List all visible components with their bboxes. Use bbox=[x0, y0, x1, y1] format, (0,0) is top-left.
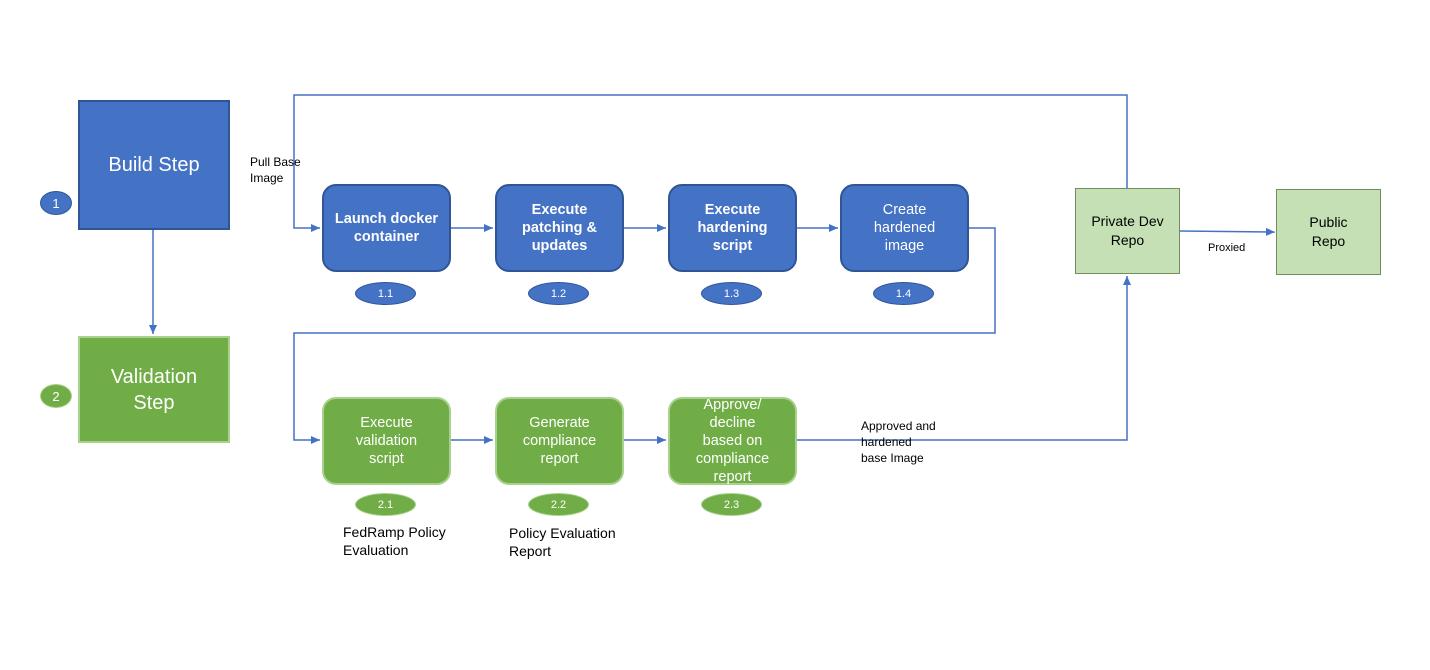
build-step-badge: 1 bbox=[40, 191, 72, 215]
step-create-hardened-image: Create hardened image bbox=[840, 184, 969, 272]
label-approved-hardened-base-image: Approved and hardened base Image bbox=[861, 419, 936, 465]
step-execute-validation-script: Execute validation script bbox=[322, 397, 451, 485]
validation-step-badge: 2 bbox=[40, 384, 72, 408]
step-badge-2-3: 2.3 bbox=[701, 493, 762, 516]
step-badge-2-2: 2.2 bbox=[528, 493, 589, 516]
step-launch-docker-container: Launch docker container bbox=[322, 184, 451, 272]
arrow-1-4-to-2-1 bbox=[293, 227, 996, 444]
build-step-box: Build Step bbox=[78, 100, 230, 230]
arrow-pull-base-image bbox=[293, 94, 1128, 232]
step-approve-decline: Approve/ decline based on compliance rep… bbox=[668, 397, 797, 485]
label-policy-evaluation-report: Policy Evaluation Report bbox=[509, 525, 616, 559]
step-badge-1-3: 1.3 bbox=[701, 282, 762, 305]
build-step-label: Build Step bbox=[108, 154, 200, 176]
arrow-proxied bbox=[1179, 227, 1276, 236]
validation-step-label: Validation Step bbox=[110, 365, 198, 414]
step-badge-1-1: 1.1 bbox=[355, 282, 416, 305]
step-badge-1-4: 1.4 bbox=[873, 282, 934, 305]
label-proxied: Proxied bbox=[1208, 242, 1246, 254]
step-badge-2-1: 2.1 bbox=[355, 493, 416, 516]
label-fedramp-policy-evaluation: FedRamp Policy Evaluation bbox=[343, 524, 446, 558]
step-badge-1-2: 1.2 bbox=[528, 282, 589, 305]
label-pull-base-image: Pull Base Image bbox=[250, 155, 301, 185]
step-execute-hardening-script: Execute hardening script bbox=[668, 184, 797, 272]
step-execute-patching-updates: Execute patching & updates bbox=[495, 184, 624, 272]
arrow-approved-to-private-repo bbox=[797, 276, 1131, 441]
validation-step-box: Validation Step bbox=[78, 336, 230, 443]
step-generate-compliance-report: Generate compliance report bbox=[495, 397, 624, 485]
private-dev-repo: Private Dev Repo bbox=[1075, 188, 1180, 274]
public-repo: Public Repo bbox=[1276, 189, 1381, 275]
